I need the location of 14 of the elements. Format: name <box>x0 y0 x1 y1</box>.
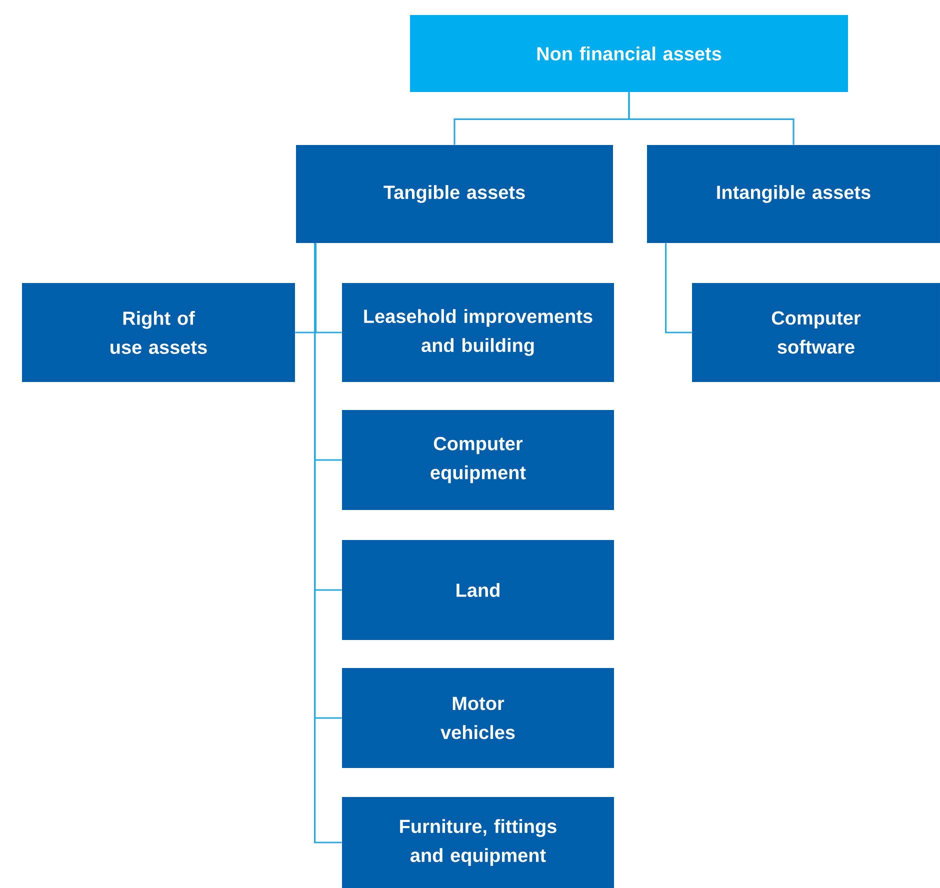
category-box: Furniture, fittings and equipment <box>342 797 614 888</box>
category-box: Motor vehicles <box>342 668 614 768</box>
connector-line <box>295 243 317 334</box>
category-box: Non financial assets <box>410 15 848 92</box>
category-box: Intangible assets <box>647 145 940 243</box>
category-box: Tangible assets <box>296 145 613 243</box>
category-box: Land <box>342 540 614 640</box>
category-box: Right of use assets <box>22 283 295 382</box>
category-box: Leasehold improvements and building <box>342 283 614 382</box>
connector-line <box>314 243 342 844</box>
connector-line <box>665 243 692 334</box>
category-box: Computer software <box>692 283 940 382</box>
connector-line <box>628 92 794 145</box>
category-box: Computer equipment <box>342 410 614 510</box>
